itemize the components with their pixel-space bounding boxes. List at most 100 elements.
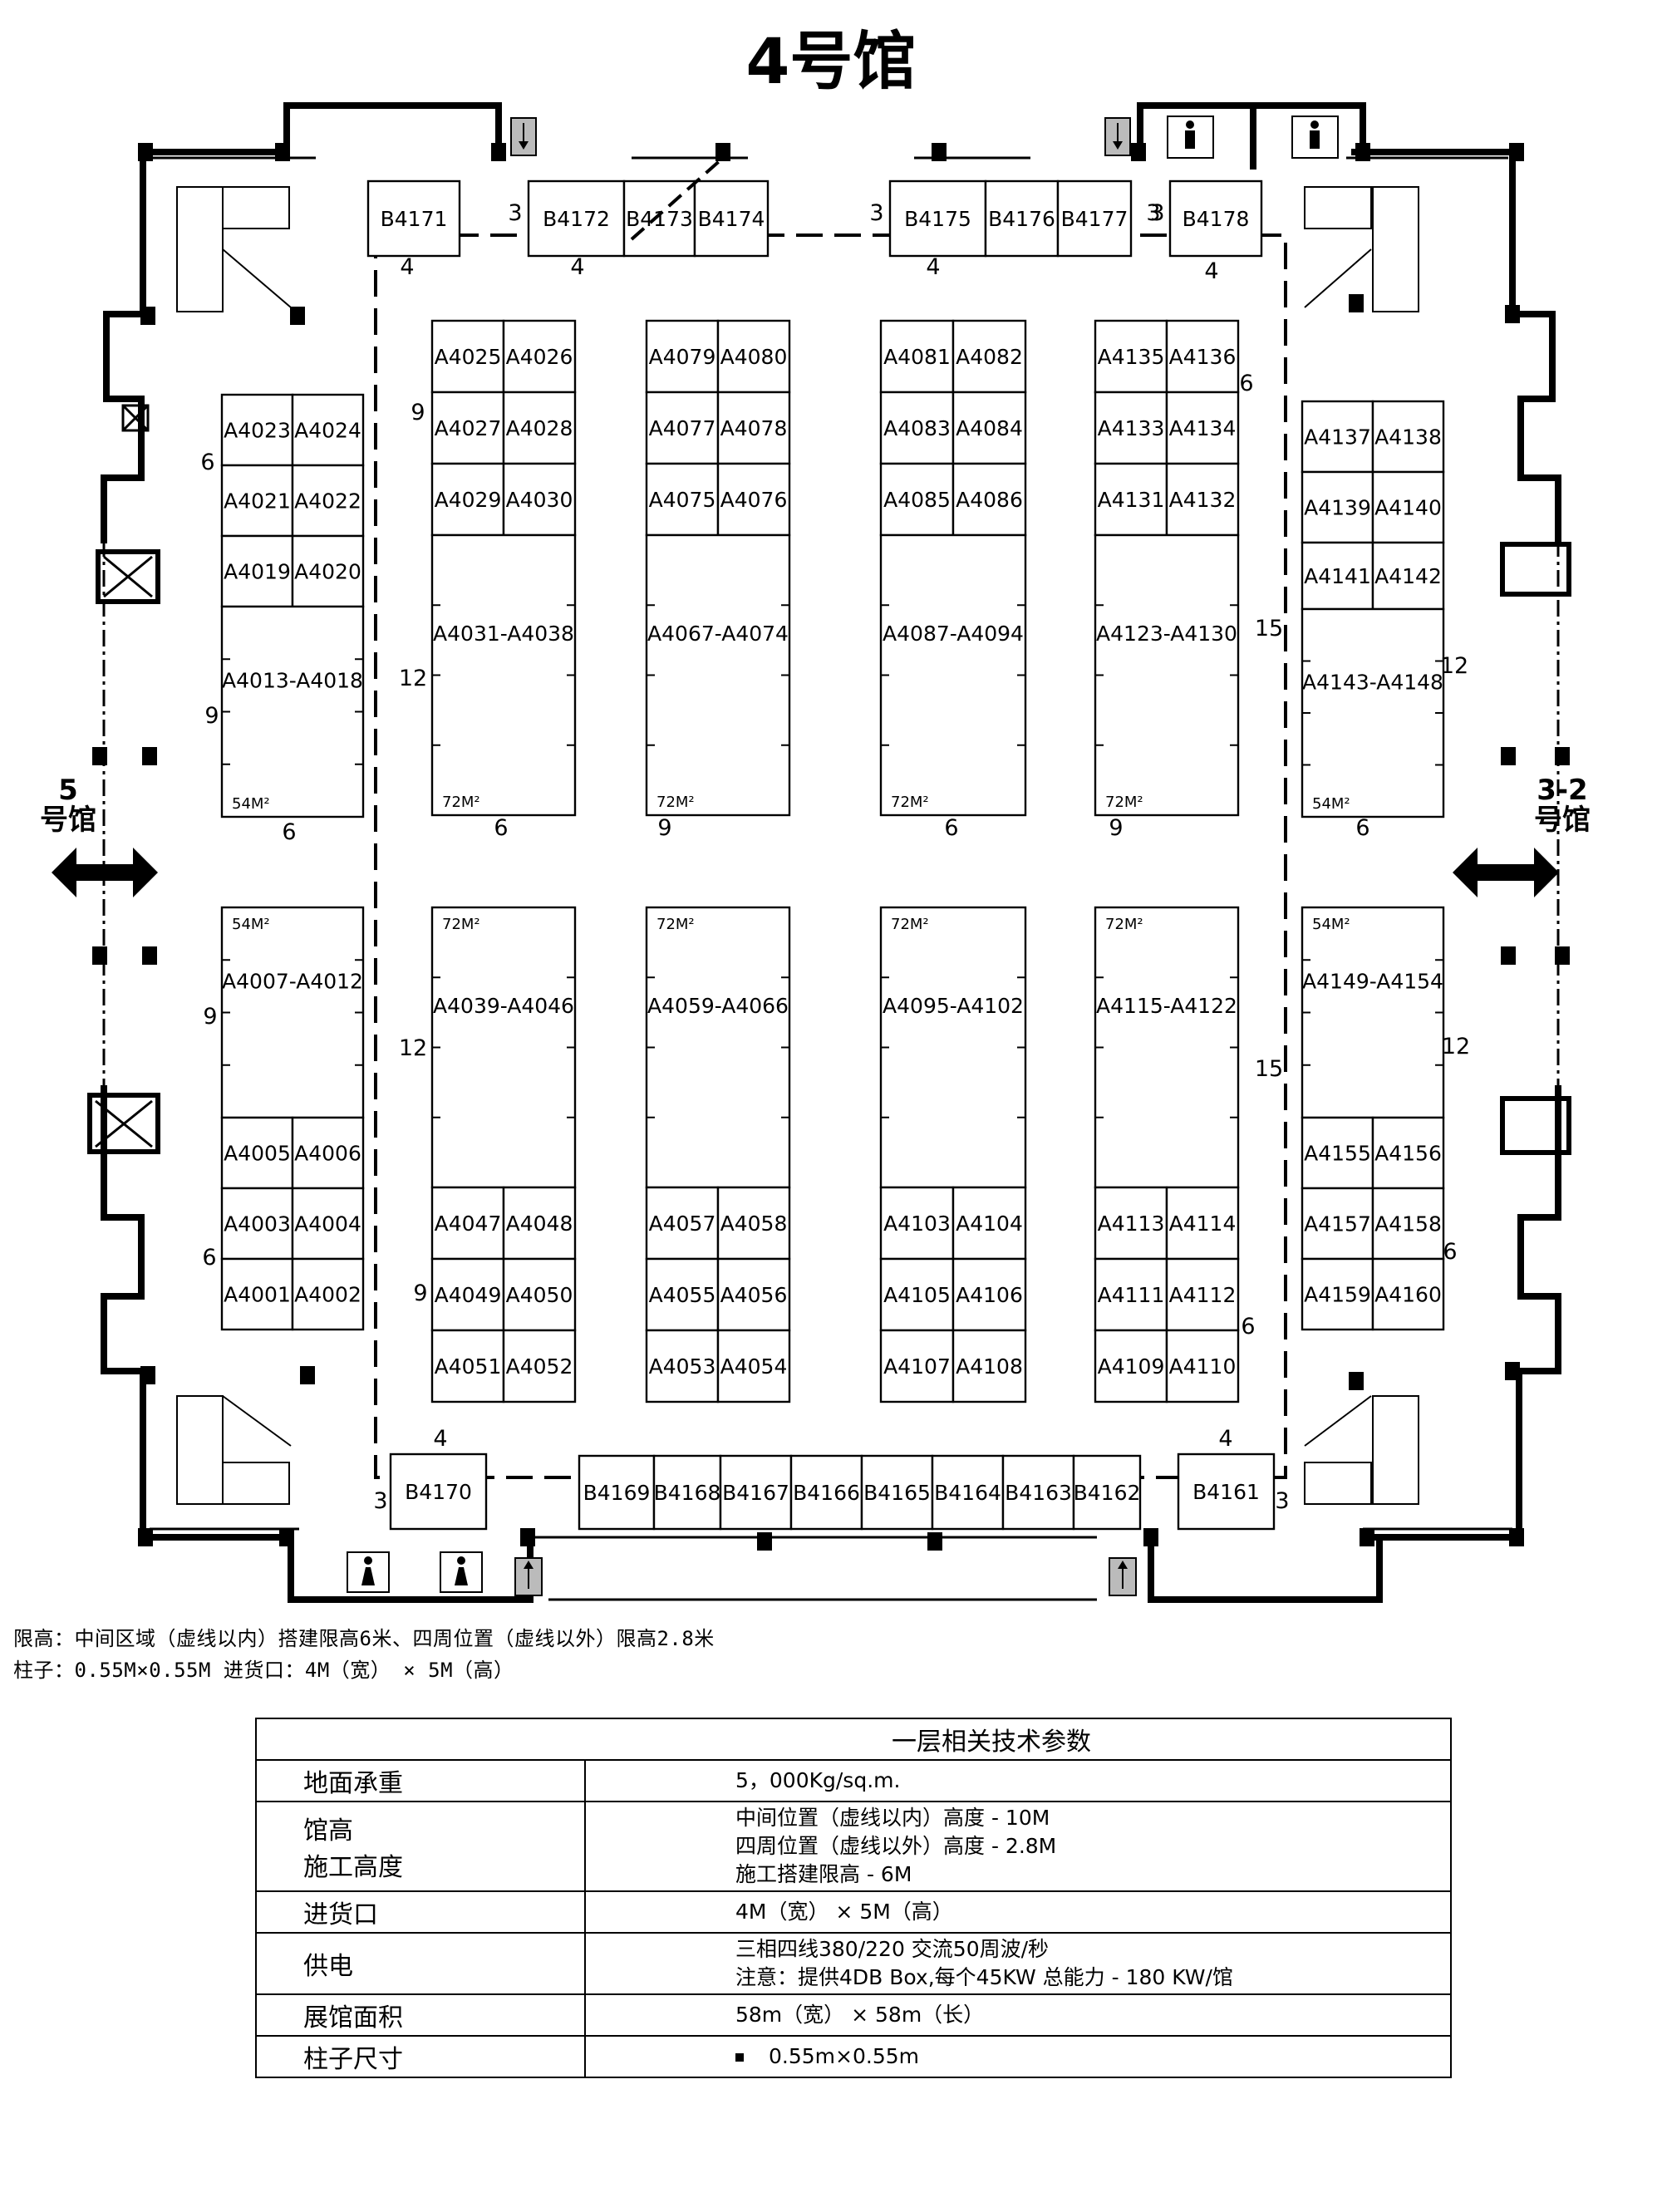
booth-a4132[interactable]: A4132 xyxy=(1165,462,1240,537)
booth-b4166[interactable]: B4166 xyxy=(789,1454,863,1531)
booth-a4019[interactable]: A4019 xyxy=(220,534,294,608)
booth-b4177[interactable]: B4177 xyxy=(1056,179,1133,258)
booth-a4142[interactable]: A4142 xyxy=(1371,541,1445,611)
booth-a4105[interactable]: A4105 xyxy=(879,1257,955,1332)
booth-a4156[interactable]: A4156 xyxy=(1371,1116,1445,1190)
booth-a4109[interactable]: A4109 xyxy=(1094,1329,1168,1403)
booth-a4104[interactable]: A4104 xyxy=(951,1186,1027,1261)
booth-b4163[interactable]: B4163 xyxy=(1001,1454,1075,1531)
booth-a4136[interactable]: A4136 xyxy=(1165,319,1240,394)
booth-a4108[interactable]: A4108 xyxy=(951,1329,1027,1403)
booth-a4051[interactable]: A4051 xyxy=(430,1329,505,1403)
booth-a4075[interactable]: A4075 xyxy=(645,462,720,537)
booth-b4168[interactable]: B4168 xyxy=(652,1454,722,1531)
booth-a4133[interactable]: A4133 xyxy=(1094,391,1168,465)
booth-a4131[interactable]: A4131 xyxy=(1094,462,1168,537)
booth-a4049[interactable]: A4049 xyxy=(430,1257,505,1332)
booth-a4056[interactable]: A4056 xyxy=(716,1257,791,1332)
booth-a4052[interactable]: A4052 xyxy=(502,1329,577,1403)
booth-a4057[interactable]: A4057 xyxy=(645,1186,720,1261)
booth-a4050[interactable]: A4050 xyxy=(502,1257,577,1332)
booth-a4107[interactable]: A4107 xyxy=(879,1329,955,1403)
booth-b4161[interactable]: B4161 xyxy=(1177,1453,1276,1531)
booth-a4110[interactable]: A4110 xyxy=(1165,1329,1240,1403)
booth-b4162[interactable]: B4162 xyxy=(1072,1454,1142,1531)
booth-a4079[interactable]: A4079 xyxy=(645,319,720,394)
booth-a4028[interactable]: A4028 xyxy=(502,391,577,465)
booth-b4173[interactable]: B4173 xyxy=(622,179,696,258)
booth-a4055[interactable]: A4055 xyxy=(645,1257,720,1332)
booth-b4164[interactable]: B4164 xyxy=(931,1454,1005,1531)
booth-b4176[interactable]: B4176 xyxy=(984,179,1060,258)
booth-a4085[interactable]: A4085 xyxy=(879,462,955,537)
booth-b4178[interactable]: B4178 xyxy=(1168,179,1263,258)
booth-a4155[interactable]: A4155 xyxy=(1301,1116,1374,1190)
booth-a4003[interactable]: A4003 xyxy=(220,1187,294,1261)
booth-a4027[interactable]: A4027 xyxy=(430,391,505,465)
booth-a4021[interactable]: A4021 xyxy=(220,464,294,538)
booth-a4086[interactable]: A4086 xyxy=(951,462,1027,537)
booth-a4024[interactable]: A4024 xyxy=(291,393,365,467)
booth-a4113[interactable]: A4113 xyxy=(1094,1186,1168,1261)
booth-a4022[interactable]: A4022 xyxy=(291,464,365,538)
booth-a4020[interactable]: A4020 xyxy=(291,534,365,608)
booth-a4023[interactable]: A4023 xyxy=(220,393,294,467)
booth-a4141[interactable]: A4141 xyxy=(1301,541,1374,611)
booth-a4082[interactable]: A4082 xyxy=(951,319,1027,394)
booth-a4025[interactable]: A4025 xyxy=(430,319,505,394)
booth-a4078[interactable]: A4078 xyxy=(716,391,791,465)
booth-b4175[interactable]: B4175 xyxy=(888,179,987,258)
booth-a4047[interactable]: A4047 xyxy=(430,1186,505,1261)
booth-a4134[interactable]: A4134 xyxy=(1165,391,1240,465)
booth-a4138[interactable]: A4138 xyxy=(1371,400,1445,474)
booth-a4077[interactable]: A4077 xyxy=(645,391,720,465)
booth-a4005[interactable]: A4005 xyxy=(220,1116,294,1190)
booth-a4112[interactable]: A4112 xyxy=(1165,1257,1240,1332)
booth-a4083[interactable]: A4083 xyxy=(879,391,955,465)
booth-a4054[interactable]: A4054 xyxy=(716,1329,791,1403)
booth-a4084[interactable]: A4084 xyxy=(951,391,1027,465)
booth-b4169[interactable]: B4169 xyxy=(578,1454,656,1531)
booth-a4053[interactable]: A4053 xyxy=(645,1329,720,1403)
booth-b4171[interactable]: B4171 xyxy=(366,179,461,258)
booth-a4001[interactable]: A4001 xyxy=(220,1257,294,1331)
booth-a4058[interactable]: A4058 xyxy=(716,1186,791,1261)
booth-a4026[interactable]: A4026 xyxy=(502,319,577,394)
booth-a4158[interactable]: A4158 xyxy=(1371,1187,1445,1261)
booth-a4111[interactable]: A4111 xyxy=(1094,1257,1168,1332)
booth-a4157[interactable]: A4157 xyxy=(1301,1187,1374,1261)
booth-b4174[interactable]: B4174 xyxy=(693,179,770,258)
booth-a4139[interactable]: A4139 xyxy=(1301,470,1374,544)
booth-a4106[interactable]: A4106 xyxy=(951,1257,1027,1332)
booth-a4002[interactable]: A4002 xyxy=(291,1257,365,1331)
booth-a4135[interactable]: A4135 xyxy=(1094,319,1168,394)
booth-a4030[interactable]: A4030 xyxy=(502,462,577,537)
booth-b4172[interactable]: B4172 xyxy=(527,179,626,258)
booth-a4029[interactable]: A4029 xyxy=(430,462,505,537)
booth-a4006[interactable]: A4006 xyxy=(291,1116,365,1190)
booth-b4165[interactable]: B4165 xyxy=(860,1454,934,1531)
booth-a4160[interactable]: A4160 xyxy=(1371,1257,1445,1331)
booth-a4080[interactable]: A4080 xyxy=(716,319,791,394)
booth-b4170[interactable]: B4170 xyxy=(389,1453,488,1531)
booth-a4076[interactable]: A4076 xyxy=(716,462,791,537)
booth-a4159[interactable]: A4159 xyxy=(1301,1257,1374,1331)
booth-a4048[interactable]: A4048 xyxy=(502,1186,577,1261)
booth-a4081[interactable]: A4081 xyxy=(879,319,955,394)
booth-a4004[interactable]: A4004 xyxy=(291,1187,365,1261)
booth-a4140[interactable]: A4140 xyxy=(1371,470,1445,544)
booth-a4137[interactable]: A4137 xyxy=(1301,400,1374,474)
booth-b4167[interactable]: B4167 xyxy=(719,1454,793,1531)
